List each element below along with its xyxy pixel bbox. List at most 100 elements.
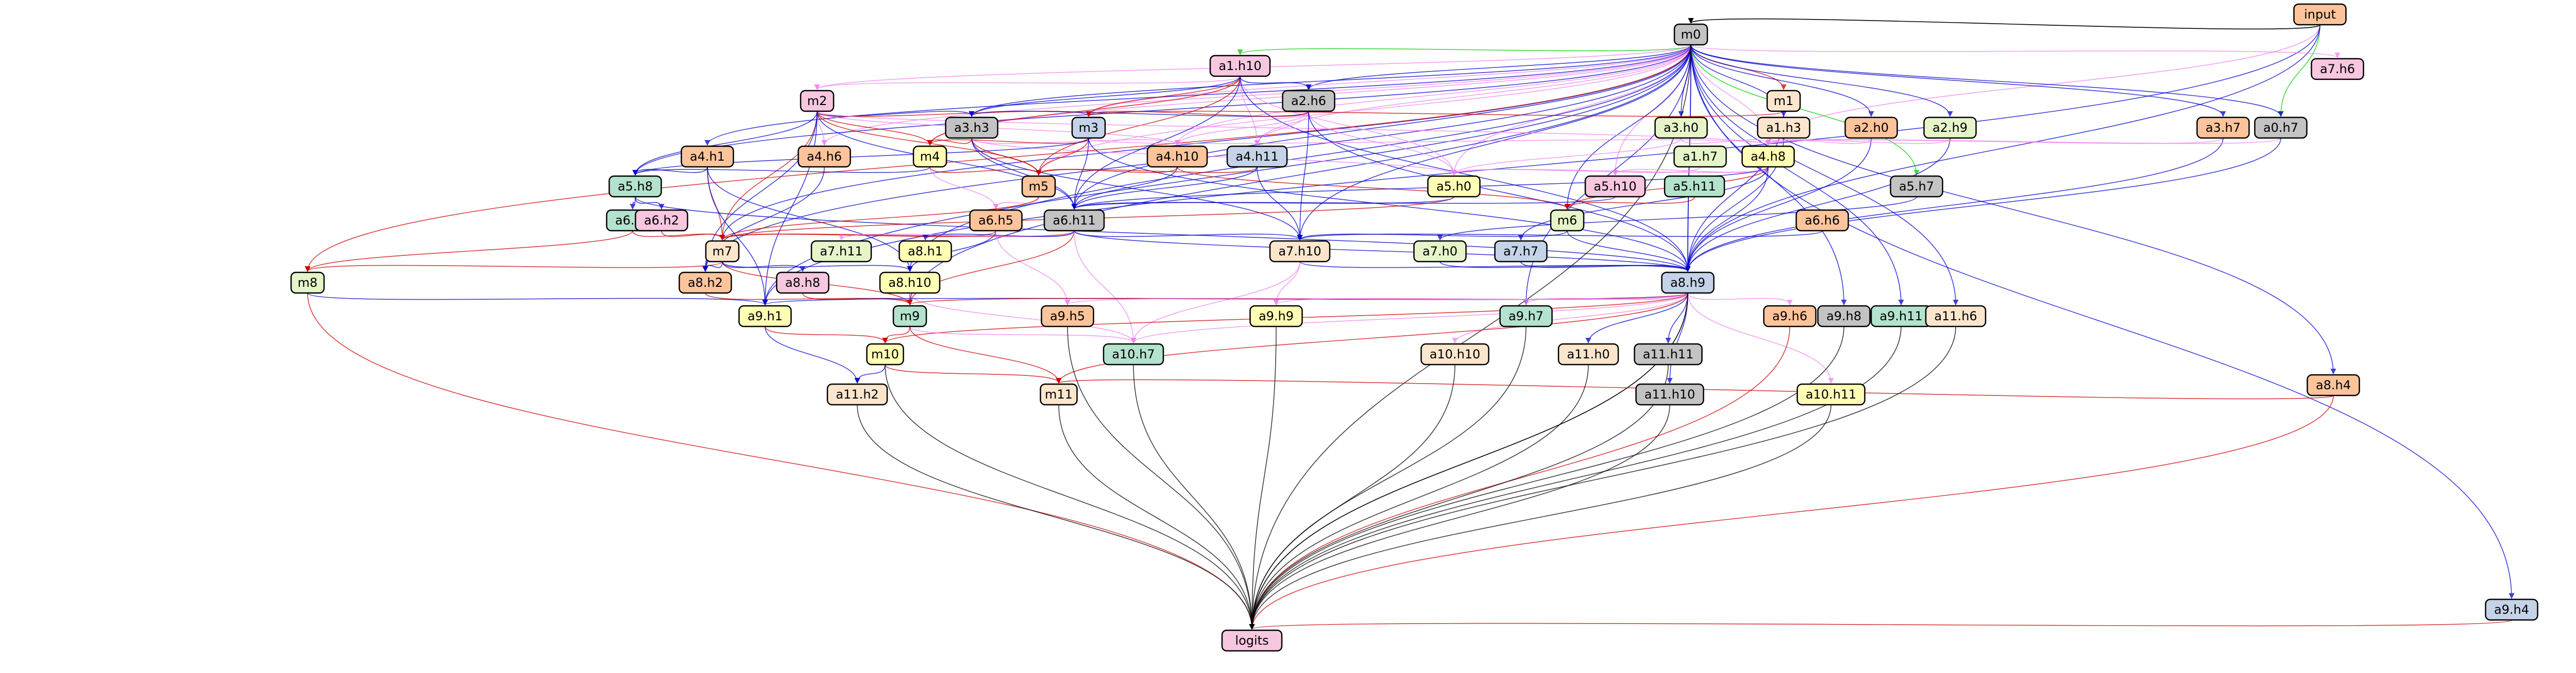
- node-box: [1420, 343, 1489, 366]
- node-a9-h1: a9.h1: [738, 305, 792, 327]
- node-a2-h9: a2.h9: [1923, 116, 1977, 139]
- edge-m4-to-m5: [929, 166, 1042, 176]
- node-box: [1043, 209, 1105, 232]
- edge-a4.h1-to-m7: [707, 166, 725, 241]
- edge-a3.h3-to-a7.h10: [971, 137, 1303, 241]
- edge-m10-to-logits: [885, 364, 1255, 630]
- node-label: a7.h11: [820, 244, 862, 258]
- edge-a1.h10-to-a5.h0: [1240, 76, 1457, 176]
- node-label: m10: [871, 347, 899, 361]
- edge-a7.h10-to-a8.h9: [1299, 261, 1691, 272]
- node-label: a7.h6: [2320, 62, 2355, 76]
- edge-m2-to-m4: [817, 111, 933, 146]
- node-a1-h7: a1.h7: [1673, 145, 1727, 168]
- node-label: a9.h5: [1050, 309, 1085, 323]
- node-a7-h11: a7.h11: [810, 240, 872, 263]
- node-box: [2485, 598, 2538, 621]
- node-input: input: [2293, 3, 2347, 26]
- edge-a5.h8-to-a6.h0: [630, 196, 636, 210]
- edge-input-to-m0: [1688, 18, 2320, 30]
- node-box: [1635, 383, 1704, 406]
- edge-m7-to-m8: [304, 261, 723, 272]
- node-label: a2.h6: [1291, 94, 1326, 108]
- edge-a9.h4-to-logits: [1249, 619, 2512, 630]
- edge-m0-to-a9.h11: [1690, 44, 1904, 306]
- node-a6-h11: a6.h11: [1043, 209, 1105, 232]
- node-a9-h5: a9.h5: [1041, 305, 1094, 327]
- node-m6: m6: [1550, 209, 1585, 232]
- node-box: [738, 305, 792, 327]
- node-box: [679, 271, 732, 294]
- node-a5-h8: a5.h8: [608, 175, 662, 198]
- edge-a8.h9-to-a10.h11: [1687, 292, 1834, 384]
- edge-m7-to-a8.h2: [702, 261, 723, 272]
- node-m0: m0: [1673, 23, 1708, 46]
- edge-m3-to-a4.h8: [1088, 137, 1771, 146]
- edge-a4.h10-to-m5: [1036, 166, 1178, 176]
- node-a8-h1: a8.h1: [899, 240, 952, 263]
- edge-m3-to-a5.h8: [632, 137, 1089, 176]
- edge-a9.h6-to-logits: [1249, 326, 1790, 630]
- edge-a5.h10-to-a6.h11: [1071, 196, 1616, 210]
- edge-a3.h7-to-a8.h9: [1685, 137, 2224, 272]
- node-box: [1634, 343, 1703, 366]
- node-box: [1795, 209, 1849, 232]
- node-box: [826, 383, 888, 406]
- edges-layer: [304, 18, 2515, 630]
- node-label: a10.h10: [1430, 347, 1481, 361]
- node-m4: m4: [912, 145, 947, 168]
- node-label: a4.h11: [1235, 149, 1278, 164]
- node-box: [1673, 145, 1727, 168]
- edge-a6.h0-to-m7: [632, 230, 725, 241]
- edge-a8.h9-to-a10.h7: [1130, 292, 1688, 344]
- node-a4-h8: a4.h8: [1741, 145, 1795, 168]
- node-a10-h7: a10.h7: [1103, 343, 1164, 366]
- edge-a7.h7-to-a8.h9: [1520, 261, 1691, 272]
- node-box: [1041, 305, 1094, 327]
- node-box: [1925, 305, 1987, 327]
- edge-a10.h11-to-logits: [1249, 404, 1832, 630]
- node-m7: m7: [705, 240, 740, 263]
- node-box: [1654, 116, 1708, 139]
- edge-a1.h10-to-a6.h11: [1071, 76, 1241, 210]
- node-label: a6.h5: [978, 213, 1013, 228]
- node-label: a8.h2: [688, 275, 723, 290]
- edge-a8.h9-to-a11.h0: [1585, 292, 1688, 344]
- edge-a4.h11-to-a6.h11: [1071, 166, 1258, 210]
- node-label: a11.h6: [1934, 309, 1977, 323]
- edge-m0-to-m7: [719, 44, 1691, 241]
- node-box: [969, 209, 1023, 232]
- node-a7-h10: a7.h10: [1269, 240, 1331, 263]
- node-box: [1221, 629, 1283, 652]
- node-label: a8.h1: [908, 244, 943, 258]
- edge-m8-to-logits: [307, 292, 1255, 630]
- edge-m2-to-m7: [719, 111, 818, 241]
- node-m11: m11: [1040, 383, 1078, 406]
- edge-m5-to-a6.h5: [993, 196, 1039, 210]
- node-label: input: [2304, 7, 2336, 22]
- node-a5-h7: a5.h7: [1890, 175, 1943, 198]
- edge-a3.h3-to-a5.h0: [971, 137, 1457, 176]
- node-label: a9.h1: [748, 309, 783, 323]
- node-label: a8.h9: [1670, 275, 1705, 290]
- node-label: a10.h7: [1112, 347, 1155, 361]
- node-label: a11.h11: [1643, 347, 1694, 361]
- edge-a3.h0-to-a5.h0: [1451, 137, 1682, 176]
- node-label: a5.h7: [1899, 179, 1934, 194]
- edge-m0-to-a2.h0: [1690, 44, 1874, 117]
- edge-m0-to-a1.h10: [1237, 44, 1691, 56]
- node-box: [1923, 116, 1977, 139]
- edge-a8.h9-to-a11.h11: [1665, 292, 1688, 344]
- node-label: m0: [1681, 27, 1701, 42]
- node-m1: m1: [1766, 90, 1801, 112]
- node-label: a4.h10: [1156, 149, 1198, 164]
- edge-a9.h8-to-logits: [1249, 326, 1844, 630]
- edge-m8-to-a9.h1: [307, 292, 768, 306]
- node-a7-h0: a7.h0: [1413, 240, 1467, 263]
- edge-a2.h9-to-a4.h8: [1765, 137, 1951, 146]
- node-a8-h4: a8.h4: [2307, 374, 2360, 396]
- node-label: a1.h3: [1766, 120, 1801, 135]
- node-label: a6.h11: [1053, 213, 1095, 228]
- node-label: a11.h10: [1645, 387, 1696, 402]
- node-label: a2.h9: [1933, 120, 1968, 135]
